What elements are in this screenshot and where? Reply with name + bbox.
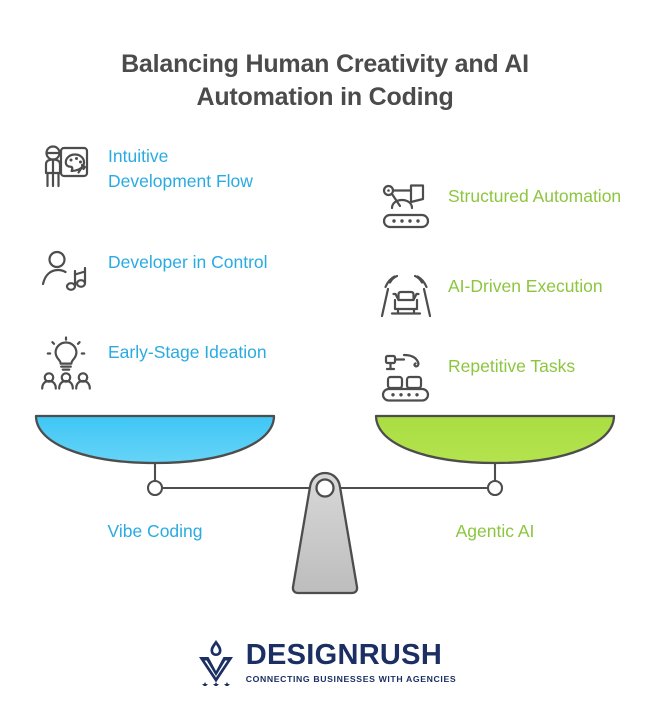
feature-label: Structured Automation bbox=[448, 186, 622, 206]
logo-wordmark: DESIGNRUSH bbox=[245, 638, 443, 671]
left-pan bbox=[34, 414, 276, 465]
right-pivot-joint bbox=[486, 479, 504, 497]
right-pan bbox=[374, 414, 616, 465]
fulcrum-pivot bbox=[315, 478, 335, 498]
logo-tagline: CONNECTING BUSINESSES WITH AGENCIES bbox=[245, 673, 457, 684]
feature-label: Repetitive Tasks bbox=[448, 356, 576, 376]
balance-scale-graphic bbox=[34, 414, 616, 595]
feature-item-developer-in-control: Developer in Control bbox=[38, 246, 268, 302]
left-pivot-joint bbox=[146, 479, 164, 497]
feature-label: Intuitive Development Flow bbox=[108, 146, 253, 192]
flame-shield-stars-icon bbox=[198, 640, 233, 686]
feature-item-intuitive-development-flow: Intuitive Development Flow bbox=[38, 140, 268, 196]
fulcrum-stand bbox=[291, 471, 359, 595]
robot-arm-boxes-conveyor-icon bbox=[381, 353, 430, 402]
feature-item-structured-automation: Structured Automation bbox=[378, 180, 628, 236]
robot-arm-conveyor-icon bbox=[382, 184, 430, 229]
feature-label: AI-Driven Execution bbox=[448, 276, 603, 296]
feature-label: Developer in Control bbox=[108, 252, 268, 272]
feature-item-repetitive-tasks: Repetitive Tasks bbox=[378, 350, 628, 406]
left-pan-label: Vibe Coding bbox=[107, 521, 203, 541]
self-driving-car-icon bbox=[380, 274, 432, 318]
designrush-logo: DESIGNRUSH CONNECTING BUSINESSES WITH AG… bbox=[0, 638, 650, 686]
lightbulb-team-icon bbox=[41, 336, 91, 390]
feature-item-early-stage-ideation: Early-Stage Ideation bbox=[38, 336, 268, 392]
artist-person-palette-icon bbox=[44, 145, 89, 188]
page-title: Balancing Human Creativity and AI Automa… bbox=[121, 50, 529, 111]
feature-label: Early-Stage Ideation bbox=[108, 342, 267, 362]
feature-item-ai-driven-execution: AI-Driven Execution bbox=[378, 270, 628, 326]
logo-text-block: DESIGNRUSH CONNECTING BUSINESSES WITH AG… bbox=[245, 638, 457, 684]
right-pan-label: Agentic AI bbox=[455, 521, 535, 541]
person-music-notes-icon bbox=[41, 250, 87, 291]
